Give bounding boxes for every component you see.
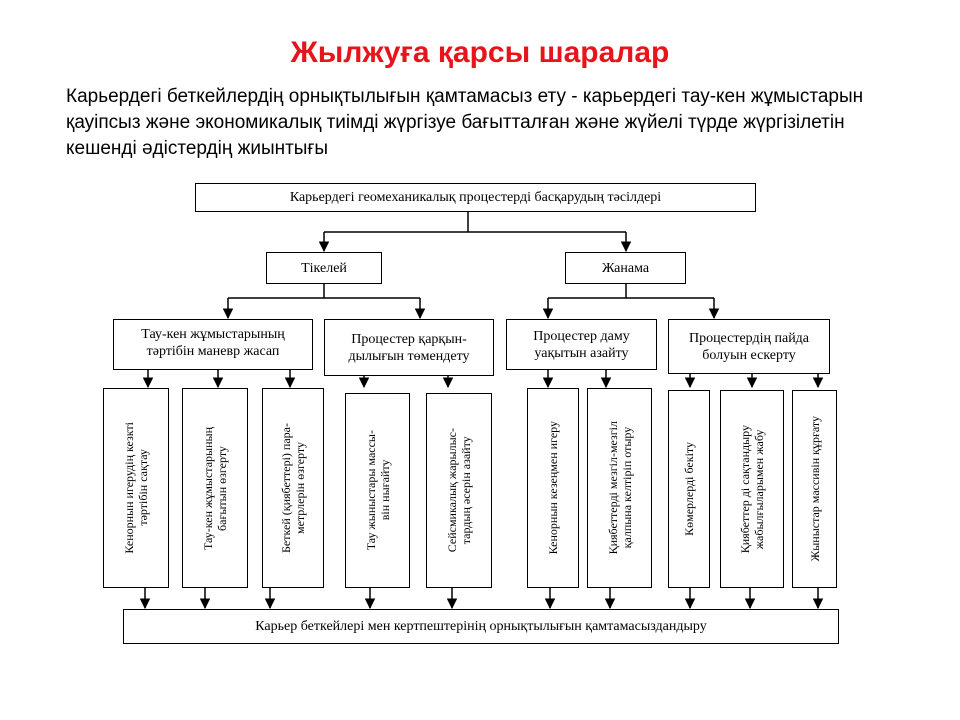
leaf-label: Сейсмикалық жарылыс- тардың әсерін азайт… <box>445 428 473 553</box>
leaf-label: Жыныстар массивін құрғату <box>807 416 822 562</box>
group-consider-origin-label: Процестердің пайда болуын ескерту <box>688 330 810 363</box>
leaf-label: Қиябеттер ді сақтандыру жабылғыларымен ж… <box>738 424 766 554</box>
leaf-box: Тау-кен жұмыстарының бағытын өзгерту <box>182 388 248 588</box>
leaf-box: Кенорнын игерудің кезкті тәртібін сақтау <box>103 388 169 588</box>
indirect-box: Жанама <box>565 252 686 284</box>
leaf-box: Беткей (қиябеттері) пара- метрлерін өзге… <box>262 388 324 588</box>
leaf-label: Көмерлерді бекіту <box>682 442 696 536</box>
leaf-box: Сейсмикалық жарылыс- тардың әсерін азайт… <box>426 393 492 588</box>
root-label: Карьердегі геомеханикалық процестерді ба… <box>289 190 662 205</box>
leaf-box: Қиябеттер ді сақтандыру жабылғыларымен ж… <box>720 390 784 588</box>
leaf-label: Кенорнын игерудің кезкті тәртібін сақтау <box>122 422 150 554</box>
root-box: Карьердегі геомеханикалық процестерді ба… <box>195 183 756 212</box>
leaf-box: Көмерлерді бекіту <box>668 390 710 588</box>
group-reduce-intensity: Процестер қарқын-дылығын төмендету <box>324 319 494 376</box>
group-mining-order: Тау-кен жұмыстарының тәртібін маневр жас… <box>113 319 313 370</box>
leaf-label: Беткей (қиябеттері) пара- метрлерін өзге… <box>279 423 307 553</box>
indirect-label: Жанама <box>601 260 650 276</box>
group-reduce-intensity-label: Процестер қарқын-дылығын төмендету <box>348 331 470 364</box>
leaf-label: Қиябеттерді мезгіл-мезгіл қалпына келтір… <box>605 421 634 555</box>
leaf-box: Кенорнын кезеңмен игеру <box>527 388 579 588</box>
leaf-label: Тау-кен жұмыстарының бағытын өзгерту <box>201 426 229 550</box>
slide-title: Жылжуға қарсы шаралар <box>290 36 670 69</box>
group-reduce-time-label: Процестер даму уақытын азайту <box>533 328 630 361</box>
intro-paragraph: Карьердегі беткейлердің орнықтылығын қам… <box>66 86 864 159</box>
group-mining-order-label: Тау-кен жұмыстарының тәртібін маневр жас… <box>141 327 285 359</box>
result-box: Карьер беткейлері мен кертпештерінің орн… <box>123 609 839 644</box>
leaf-box: Жыныстар массивін құрғату <box>792 390 837 588</box>
leaf-label: Тау жыныстары массы- він нығайту <box>363 430 392 551</box>
group-reduce-time: Процестер даму уақытын азайту <box>506 319 657 370</box>
direct-label: Тікелей <box>301 260 347 276</box>
leaf-label: Кенорнын кезеңмен игеру <box>546 421 560 555</box>
result-label: Карьер беткейлері мен кертпештерінің орн… <box>255 619 707 634</box>
leaf-box: Қиябеттерді мезгіл-мезгіл қалпына келтір… <box>587 388 652 588</box>
direct-box: Тікелей <box>266 252 382 284</box>
group-consider-origin: Процестердің пайда болуын ескерту <box>668 319 830 374</box>
leaf-box: Тау жыныстары массы- він нығайту <box>345 393 410 588</box>
